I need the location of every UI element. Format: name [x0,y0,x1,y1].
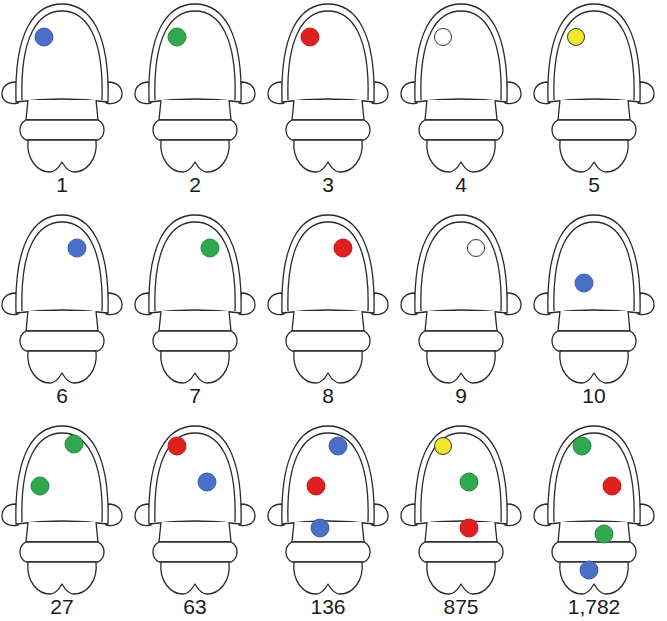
specimen-count: 136 [310,596,345,618]
trilobite [268,426,388,594]
trilobite [534,215,654,383]
specimen-count: 8 [322,385,334,407]
trilobite [268,215,388,383]
trilobite [135,426,255,594]
specimen-count: 5 [588,174,600,196]
specimen-count: 9 [455,385,467,407]
specimen-count: 1,782 [568,596,621,618]
specimen-count: 63 [183,596,206,618]
trilobite [401,4,521,172]
specimen-count: 3 [322,174,334,196]
trilobite [2,4,122,172]
specimen-count: 4 [455,174,467,196]
trilobite [534,4,654,172]
specimen-count: 27 [50,596,73,618]
specimen-count: 6 [56,385,68,407]
trilobite [135,4,255,172]
trilobite [401,426,521,594]
specimen-count: 7 [189,385,201,407]
trilobite [2,215,122,383]
trilobite [2,426,122,594]
specimen-count: 2 [189,174,201,196]
specimen-count: 1 [56,174,68,196]
specimen-count: 875 [443,596,478,618]
trilobite [268,4,388,172]
specimen-count: 10 [582,385,605,407]
trilobite [135,215,255,383]
trilobite [401,215,521,383]
trilobite [534,426,654,594]
